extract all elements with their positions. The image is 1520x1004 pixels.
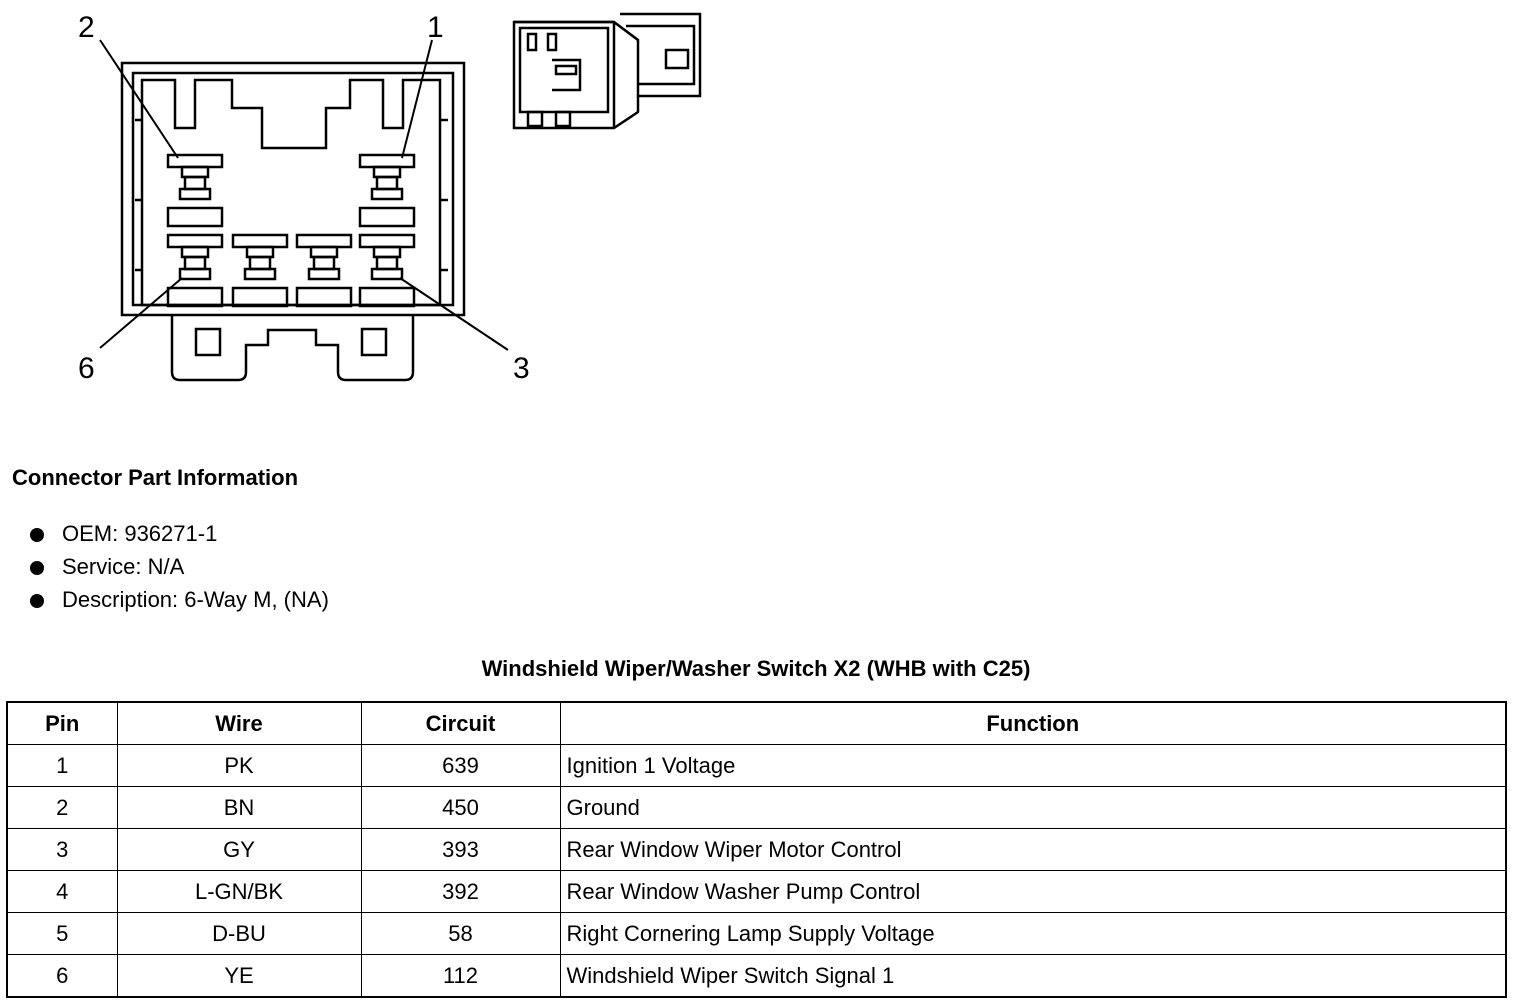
cell-function: Ignition 1 Voltage bbox=[559, 744, 1507, 787]
connector-bottom-tabs bbox=[170, 315, 415, 382]
header-wire: Wire bbox=[116, 701, 362, 745]
callout-label-3: 3 bbox=[513, 352, 530, 385]
part-info-description: Description: 6-Way M, (NA) bbox=[62, 587, 329, 612]
cell-circuit: 393 bbox=[360, 828, 561, 871]
table-row: 1 PK 639 Ignition 1 Voltage bbox=[6, 744, 1507, 787]
part-info-list: OEM: 936271-1 Service: N/A Description: … bbox=[30, 519, 329, 618]
table-row: 6 YE 112 Windshield Wiper Switch Signal … bbox=[6, 954, 1507, 998]
cell-function: Windshield Wiper Switch Signal 1 bbox=[559, 954, 1507, 998]
table-title: Windshield Wiper/Washer Switch X2 (WHB w… bbox=[481, 656, 1031, 681]
cell-circuit: 392 bbox=[360, 870, 561, 913]
list-item: OEM: 936271-1 bbox=[30, 519, 329, 552]
list-item: Description: 6-Way M, (NA) bbox=[30, 585, 329, 618]
cell-circuit: 58 bbox=[360, 912, 561, 955]
pin-5-terminal bbox=[231, 233, 289, 308]
cell-function: Ground bbox=[559, 786, 1507, 829]
table-row: 4 L-GN/BK 392 Rear Window Washer Pump Co… bbox=[6, 870, 1507, 913]
header-pin: Pin bbox=[6, 701, 118, 745]
callout-label-2: 2 bbox=[78, 11, 95, 44]
callout-label-6: 6 bbox=[78, 352, 95, 385]
cell-pin: 4 bbox=[6, 870, 118, 913]
leader-line-6 bbox=[99, 277, 183, 349]
pin-6-terminal bbox=[166, 233, 224, 308]
cell-pin: 6 bbox=[6, 954, 118, 998]
cell-wire: L-GN/BK bbox=[116, 870, 362, 913]
cell-circuit: 639 bbox=[360, 744, 561, 787]
cell-pin: 3 bbox=[6, 828, 118, 871]
part-info-oem: OEM: 936271-1 bbox=[62, 521, 218, 546]
cell-wire: BN bbox=[116, 786, 362, 829]
connector-latch-profile bbox=[140, 78, 442, 307]
cell-pin: 5 bbox=[6, 912, 118, 955]
cell-wire: GY bbox=[116, 828, 362, 871]
bullet-icon bbox=[30, 561, 44, 575]
header-circuit: Circuit bbox=[360, 701, 561, 745]
cell-pin: 1 bbox=[6, 744, 118, 787]
connector-3d-view-icon bbox=[512, 12, 702, 130]
cell-function: Rear Window Wiper Motor Control bbox=[559, 828, 1507, 871]
pin-table: Pin Wire Circuit Function 1 PK 639 Ignit… bbox=[6, 701, 1507, 998]
table-header-row: Pin Wire Circuit Function bbox=[6, 701, 1507, 745]
table-row: 3 GY 393 Rear Window Wiper Motor Control bbox=[6, 828, 1507, 871]
pin-4-terminal bbox=[295, 233, 353, 308]
pin-3-terminal bbox=[358, 233, 416, 308]
cell-circuit: 112 bbox=[360, 954, 561, 998]
leader-line-3 bbox=[399, 277, 509, 351]
cell-function: Rear Window Washer Pump Control bbox=[559, 870, 1507, 913]
cell-wire: PK bbox=[116, 744, 362, 787]
pin-2-terminal bbox=[166, 153, 224, 228]
cell-wire: D-BU bbox=[116, 912, 362, 955]
leader-line-2 bbox=[99, 39, 179, 159]
part-info-heading: Connector Part Information bbox=[12, 465, 299, 490]
table-row: 2 BN 450 Ground bbox=[6, 786, 1507, 829]
cell-pin: 2 bbox=[6, 786, 118, 829]
connector-housing-outer bbox=[120, 61, 466, 317]
part-info-service: Service: N/A bbox=[62, 554, 185, 579]
leader-line-1 bbox=[401, 39, 433, 159]
bullet-icon bbox=[30, 528, 44, 542]
table-row: 5 D-BU 58 Right Cornering Lamp Supply Vo… bbox=[6, 912, 1507, 955]
header-function: Function bbox=[559, 701, 1507, 745]
pin-1-terminal bbox=[358, 153, 416, 228]
cell-wire: YE bbox=[116, 954, 362, 998]
cell-circuit: 450 bbox=[360, 786, 561, 829]
list-item: Service: N/A bbox=[30, 552, 329, 585]
callout-label-1: 1 bbox=[427, 11, 444, 44]
cell-function: Right Cornering Lamp Supply Voltage bbox=[559, 912, 1507, 955]
connector-diagram: 2 1 6 3 bbox=[78, 11, 702, 385]
bullet-icon bbox=[30, 594, 44, 608]
